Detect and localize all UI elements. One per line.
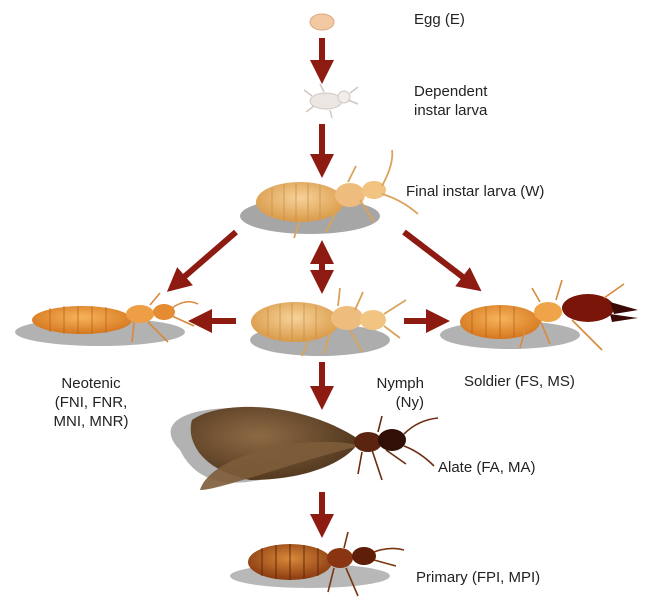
primary-label: Primary (FPI, MPI)	[416, 568, 540, 587]
soldier-illustration	[440, 280, 638, 350]
dependent-larva-label: Dependent instar larva	[414, 82, 487, 120]
neotenic-label-line-2: (FNI, FNR,	[36, 393, 146, 412]
dependent-larva-label-line-1: Dependent	[414, 82, 487, 101]
egg-illustration	[310, 14, 334, 30]
final-larva-illustration	[240, 150, 418, 238]
neotenic-label-line-1: Neotenic	[36, 374, 146, 393]
nymph-label-line-1: Nymph	[358, 374, 424, 393]
nymph-illustration	[250, 288, 406, 356]
arrow-final-to-soldier	[404, 232, 472, 284]
neotenic-illustration	[15, 293, 198, 346]
dependent-larva-illustration	[304, 84, 358, 118]
neotenic-label: Neotenic (FNI, FNR, MNI, MNR)	[36, 374, 146, 431]
alate-illustration	[171, 407, 438, 490]
nymph-label-line-2: (Ny)	[358, 393, 424, 412]
dependent-larva-label-line-2: instar larva	[414, 101, 487, 120]
primary-illustration	[230, 532, 404, 596]
nymph-label: Nymph (Ny)	[358, 374, 424, 412]
egg-label: Egg (E)	[414, 10, 465, 29]
neotenic-label-line-3: MNI, MNR)	[36, 412, 146, 431]
soldier-label: Soldier (FS, MS)	[464, 372, 575, 391]
alate-label: Alate (FA, MA)	[438, 458, 536, 477]
arrow-final-to-neotenic	[176, 232, 236, 284]
final-larva-label: Final instar larva (W)	[406, 182, 544, 201]
